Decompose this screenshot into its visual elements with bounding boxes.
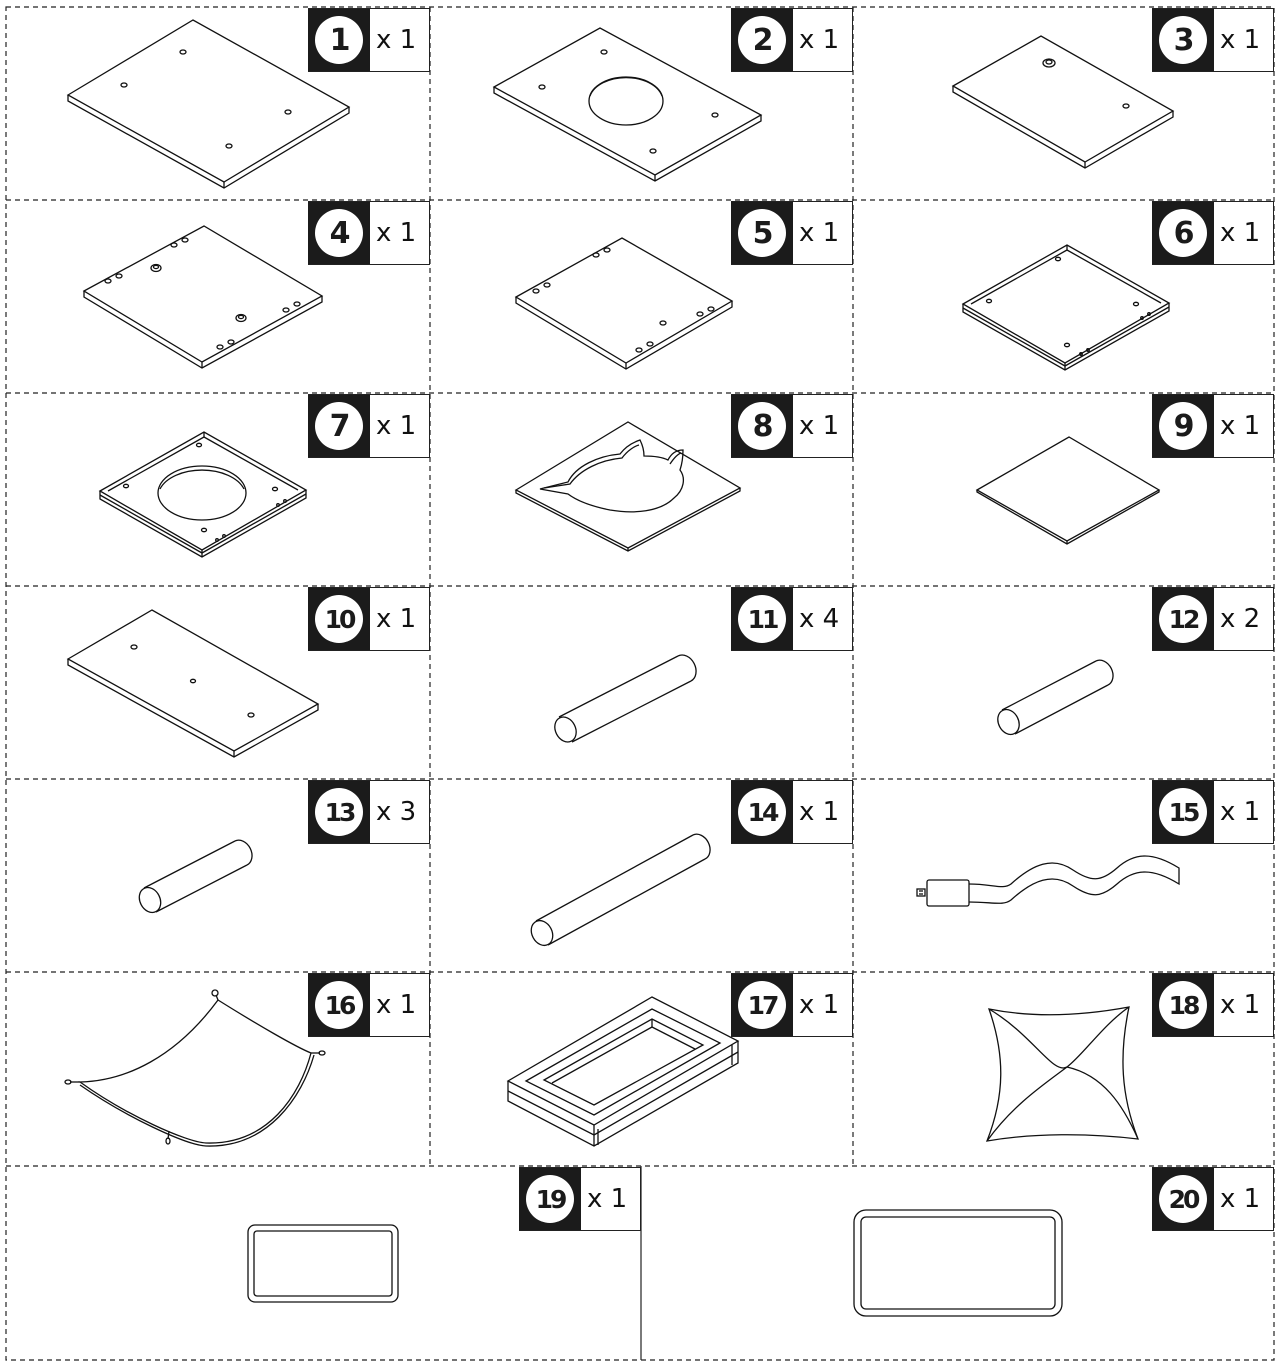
framed-board-with-round-hole-icon <box>6 386 430 586</box>
part-cell-16: 16 x 1 <box>6 965 430 1166</box>
cable-with-plug-icon <box>853 772 1274 972</box>
part-cell-17: 17 x 1 <box>430 965 853 1166</box>
part-cell-1: 1 x 1 <box>6 0 430 200</box>
cushion-icon <box>853 965 1274 1166</box>
thin-sheet-icon <box>853 386 1274 586</box>
framed-board-icon <box>853 193 1274 393</box>
part-cell-2: 2 x 1 <box>430 0 853 200</box>
part-cell-10: 10 x 1 <box>6 579 430 779</box>
long-post-icon <box>430 772 853 972</box>
part-cell-19: 19 x 1 <box>6 1159 641 1360</box>
post-icon <box>430 579 853 779</box>
part-cell-13: 13 x 3 <box>6 772 430 972</box>
part-cell-18: 18 x 1 <box>853 965 1274 1166</box>
part-cell-14: 14 x 1 <box>430 772 853 972</box>
board-with-side-holes-icon <box>430 193 853 393</box>
part-cell-5: 5 x 1 <box>430 193 853 393</box>
long-board-icon <box>6 579 430 779</box>
hammock-icon <box>6 965 430 1166</box>
short-post-icon <box>853 579 1274 779</box>
part-cell-9: 9 x 1 <box>853 386 1274 586</box>
part-cell-7: 7 x 1 <box>6 386 430 586</box>
part-cell-6: 6 x 1 <box>853 193 1274 393</box>
part-cell-4: 4 x 1 <box>6 193 430 393</box>
part-cell-12: 12 x 2 <box>853 579 1274 779</box>
part-cell-20: 20 x 1 <box>641 1159 1274 1360</box>
small-mat-icon <box>6 1159 641 1360</box>
board-with-side-holes-icon <box>6 193 430 393</box>
board-with-cat-head-cutout-icon <box>430 386 853 586</box>
part-cell-11: 11 x 4 <box>430 579 853 779</box>
part-cell-3: 3 x 1 <box>853 0 1274 200</box>
large-mat-icon <box>641 1159 1274 1360</box>
short-post-icon <box>6 772 430 972</box>
board-with-holes-icon <box>6 0 430 200</box>
part-cell-15: 15 x 1 <box>853 772 1274 972</box>
board-with-round-hole-icon <box>430 0 853 200</box>
small-board-icon <box>853 0 1274 200</box>
part-cell-8: 8 x 1 <box>430 386 853 586</box>
bed-frame-icon <box>430 965 853 1166</box>
